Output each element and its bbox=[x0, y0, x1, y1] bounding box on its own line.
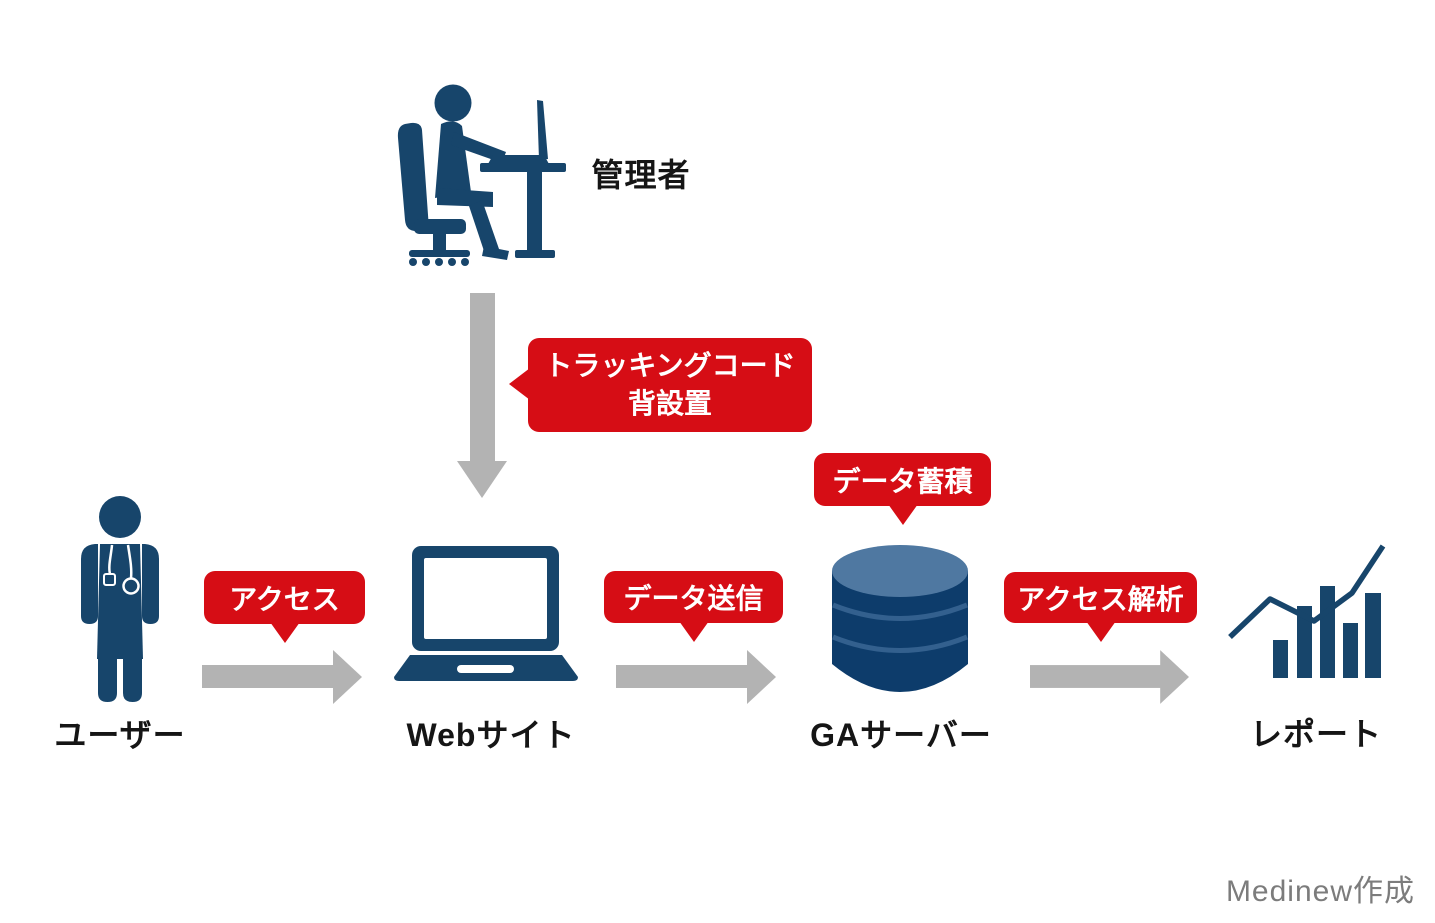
laptop-icon bbox=[394, 546, 578, 681]
database-icon bbox=[832, 545, 968, 692]
arrow-right-icon bbox=[1030, 650, 1189, 704]
callout-data-store-text: データ蓄積 bbox=[832, 465, 973, 497]
bar-chart-trend-icon bbox=[1228, 544, 1386, 678]
callout-access-analysis-text: アクセス解析 bbox=[1017, 583, 1184, 615]
arrow-right-icon bbox=[202, 650, 362, 704]
arrow-right-icon bbox=[616, 650, 776, 704]
callout-tracking-line1: トラッキングコード bbox=[544, 350, 796, 381]
callout-tracking-line2: 背設置 bbox=[627, 388, 712, 419]
callout-tracking-code: トラッキングコード 背設置 bbox=[509, 338, 812, 432]
doctor-user-icon bbox=[81, 496, 159, 702]
callout-data-send: データ送信 bbox=[604, 571, 783, 623]
callout-data-send-text: データ送信 bbox=[623, 583, 764, 614]
person-at-desk-icon bbox=[397, 84, 566, 266]
website-label: Webサイト bbox=[406, 717, 576, 753]
credit-text: Medinew作成 bbox=[1225, 875, 1415, 908]
callout-access-text: アクセス bbox=[229, 583, 340, 615]
user-label: ユーザー bbox=[54, 717, 186, 753]
admin-label: 管理者 bbox=[591, 157, 691, 193]
arrow-down-icon bbox=[457, 293, 507, 498]
ga-server-label: GAサーバー bbox=[810, 717, 992, 753]
report-label: レポート bbox=[1249, 716, 1383, 752]
callout-access-analysis: アクセス解析 bbox=[1004, 572, 1197, 623]
callout-data-store: データ蓄積 bbox=[814, 453, 991, 506]
callout-access: アクセス bbox=[204, 571, 365, 624]
